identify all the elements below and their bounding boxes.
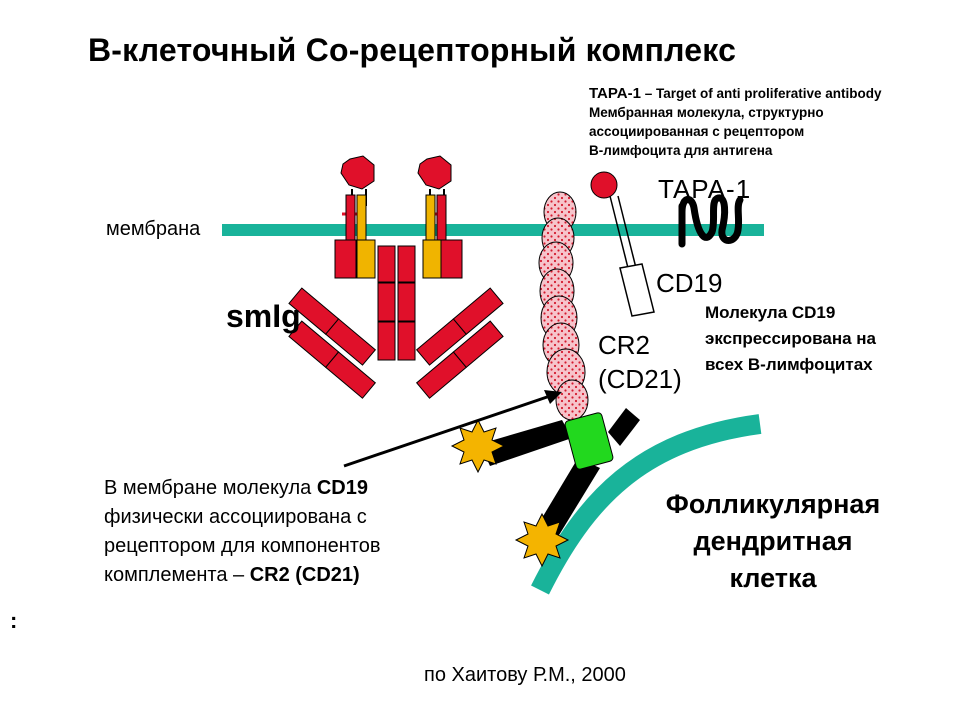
complement-star-lower (514, 512, 570, 568)
complement-star-upper (450, 418, 506, 474)
tapa1-note-line: Мембранная молекула, структурно (589, 105, 824, 120)
membrane-label: мембрана (106, 218, 201, 240)
cr2-label: CR2 (CD21) (598, 328, 682, 396)
tapa1-note-line: В-лимфоцита для антигена (589, 143, 773, 158)
cr2-label-line1: CR2 (598, 330, 651, 360)
colon-mark: : (10, 608, 18, 633)
tapa1-diagram-label: TAPA-1 (658, 174, 752, 204)
tapa1-note-name: TAPA-1 (589, 85, 641, 102)
tapa1-molecule (678, 194, 744, 248)
assoc-note-text: комплемента – (104, 564, 250, 586)
smig-label: smIg (226, 298, 301, 334)
pointer-arrow (343, 394, 551, 468)
fdc-label: Фолликулярная дендритная клетка (638, 486, 908, 597)
ig-head-right (417, 155, 452, 190)
source-citation: по Хаитову Р.М., 2000 (424, 664, 626, 686)
fdc-label-line: Фолликулярная (665, 489, 881, 519)
cd19-diagram-label: CD19 (656, 268, 723, 298)
assoc-note-bold: CD19 (316, 477, 368, 499)
fdc-label-line: дендритная (693, 526, 853, 556)
cd19-note-line: всех В-лимфоцитах (705, 355, 873, 374)
page-title: B-клеточный Со-рецепторный комплекс (88, 32, 737, 68)
assoc-note-text: физически ассоциирована с (104, 506, 367, 528)
tapa1-note: TAPA-1 – Target of anti proliferative an… (589, 84, 882, 160)
tapa1-note-expansion: – Target of anti proliferative antibody (640, 86, 882, 101)
smig-molecule (288, 155, 504, 399)
assoc-note-text: рецептором для компонентов (104, 535, 381, 557)
fdc-antibody (480, 408, 640, 540)
fdc-label-line: клетка (729, 563, 817, 593)
cd19-molecule (590, 171, 655, 317)
cd19-expression-note: Молекула CD19 экспрессирована на всех В-… (705, 300, 876, 378)
tapa1-note-line: ассоциированная с рецептором (589, 124, 805, 139)
association-note: В мембране молекула CD19 физически ассоц… (104, 474, 380, 590)
cr2-label-line2: (CD21) (598, 364, 682, 394)
assoc-note-bold: CR2 (CD21) (249, 564, 360, 586)
cd19-note-line: экспрессирована на (705, 329, 876, 348)
cd19-note-line: Молекула CD19 (705, 303, 836, 322)
ig-head-left (340, 155, 375, 190)
cr2-cd21-molecule (538, 191, 589, 421)
assoc-note-text: В мембране молекула (104, 477, 317, 499)
